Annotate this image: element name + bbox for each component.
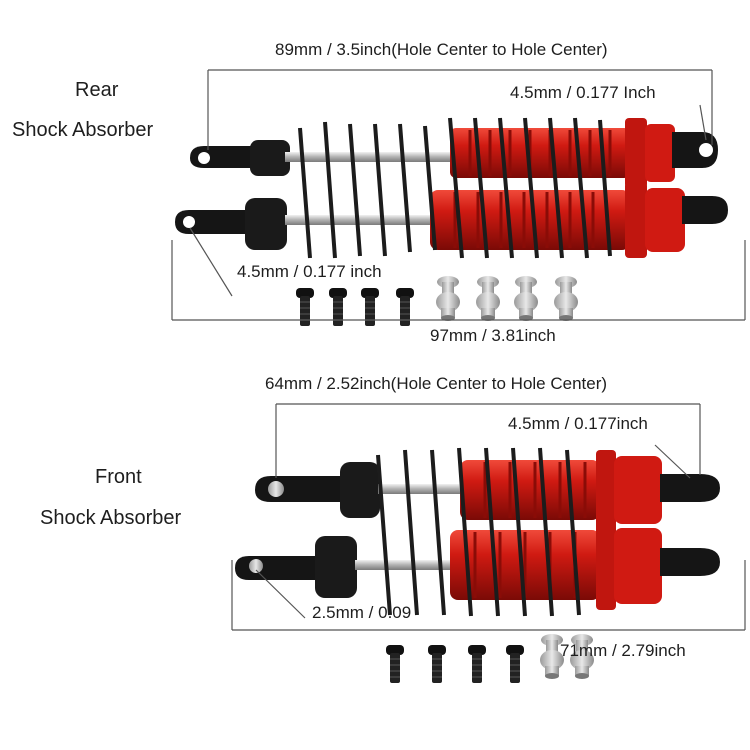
rear-shock-lower [175,182,728,258]
front-dimension-lines [231,403,746,631]
rear-title-line2: Shock Absorber [12,119,154,141]
rear-bottom-hole-label: 4.5mm / 0.177 inch [237,262,382,281]
rear-total-length-label: 97mm / 3.81inch [430,326,556,345]
front-shock-lower [235,520,720,610]
front-length-label: 64mm / 2.52inch(Hole Center to Hole Cent… [265,374,608,393]
rear-springs [298,117,612,259]
front-screws [385,644,525,684]
rear-title-line1: Rear [75,79,119,101]
front-total-length-label: 71mm / 2.79inch [560,641,686,660]
front-title-line1: Front [95,466,142,488]
front-top-hole-label: 4.5mm / 0.177inch [508,414,648,433]
front-springs [376,447,581,617]
rear-length-label: 89mm / 3.5inch(Hole Center to Hole Cente… [275,40,608,59]
front-bottom-hole-label: 2.5mm / 0.09 [312,603,412,622]
rear-top-hole-label: 4.5mm / 0.177 Inch [510,83,656,102]
front-shock-upper [255,450,720,530]
rear-dimension-lines [171,69,746,321]
rear-ball-studs [436,276,578,321]
rear-shock-upper [190,118,718,188]
front-title-line2: Shock Absorber [40,507,182,529]
